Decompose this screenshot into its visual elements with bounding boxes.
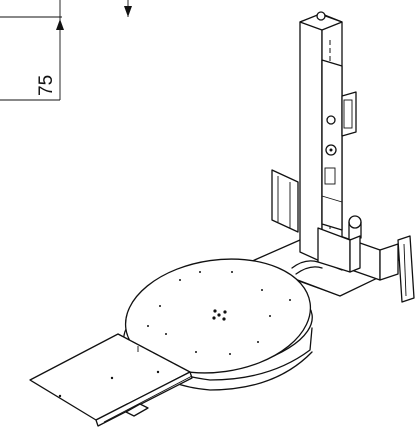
loading-ramp bbox=[29, 333, 193, 427]
dimension-value: 75 bbox=[36, 75, 57, 96]
dimension-annotation: 75 bbox=[0, 0, 132, 101]
arrow-head-top bbox=[124, 6, 132, 17]
vertical-mast bbox=[299, 11, 357, 271]
rear-frame bbox=[271, 169, 299, 233]
mast-base bbox=[317, 227, 361, 273]
turntable bbox=[123, 258, 313, 391]
arrow-head-bottom bbox=[56, 19, 64, 30]
